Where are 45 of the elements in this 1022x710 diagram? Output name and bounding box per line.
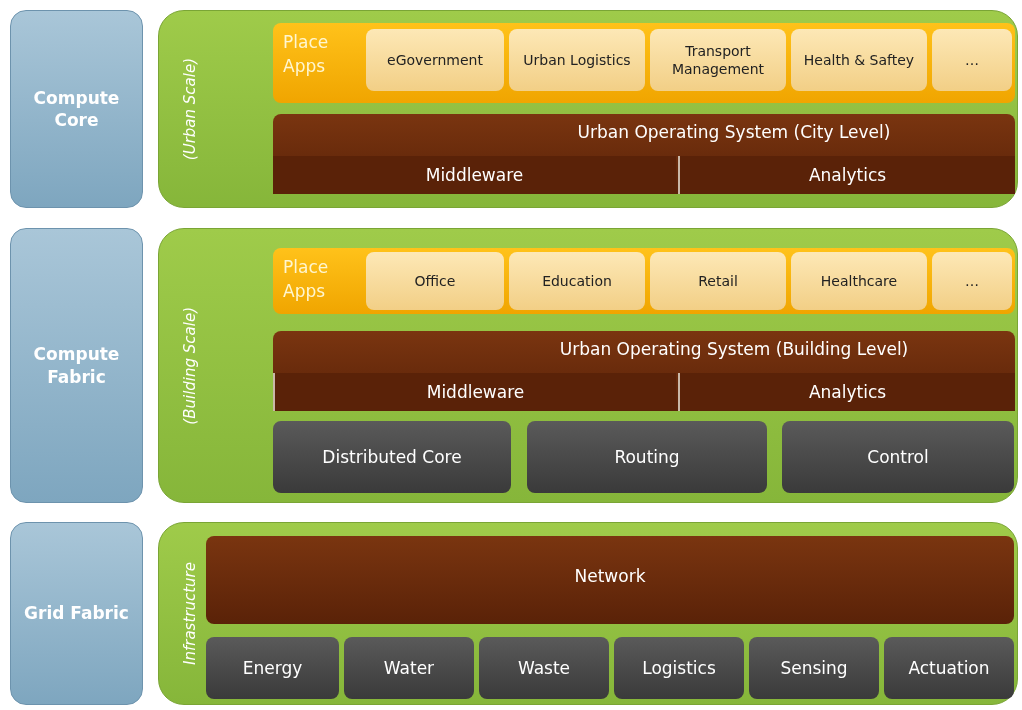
app-box: Healthcare [791, 252, 927, 310]
place-apps-label: Place Apps [283, 31, 330, 78]
operating-system-block [273, 331, 1015, 411]
scale-label: (Building Scale) [181, 306, 200, 425]
layer-name: Compute Fabric [32, 343, 121, 388]
layer-label-box [10, 10, 143, 208]
app-box: Education [509, 252, 645, 310]
component-box: Distributed Core [273, 421, 511, 493]
scale-label: (Urban Scale) [181, 57, 200, 161]
system-label: Urban Operating System (Building Level) [558, 339, 910, 359]
operating-system-block [206, 536, 1014, 624]
layer-label-box [10, 522, 143, 705]
component-box: Routing [527, 421, 767, 493]
component-box: Middleware [273, 373, 676, 411]
component-box: Analytics [678, 373, 1015, 411]
place-apps-bar [273, 23, 1015, 103]
place-apps-label: Place Apps [283, 256, 330, 303]
app-box: Retail [650, 252, 786, 310]
place-apps-bar [273, 248, 1015, 314]
component-box: Sensing [749, 637, 879, 699]
component-box: Actuation [884, 637, 1014, 699]
operating-system-block [273, 114, 1015, 194]
app-box: … [932, 29, 1012, 91]
component-box: Control [782, 421, 1014, 493]
layer-label-box [10, 228, 143, 503]
layer-panel [158, 228, 1018, 503]
app-box: Transport Management [650, 29, 786, 91]
component-box: Energy [206, 637, 339, 699]
app-box: Urban Logistics [509, 29, 645, 91]
layer-name: Grid Fabric [24, 602, 129, 625]
component-box: Logistics [614, 637, 744, 699]
system-label: Network [574, 566, 646, 586]
app-box: Health & Saftey [791, 29, 927, 91]
component-box: Middleware [273, 156, 676, 194]
app-box: eGovernment [366, 29, 504, 91]
component-box: Waste [479, 637, 609, 699]
component-box: Water [344, 637, 474, 699]
system-label: Urban Operating System (City Level) [576, 122, 892, 142]
layer-name: Compute Core [32, 86, 121, 132]
layer-panel [158, 522, 1018, 705]
layer-panel [158, 10, 1018, 208]
app-box: … [932, 252, 1012, 310]
component-box: Analytics [678, 156, 1015, 194]
app-box: Office [366, 252, 504, 310]
scale-label: Infrastructure [181, 562, 200, 665]
